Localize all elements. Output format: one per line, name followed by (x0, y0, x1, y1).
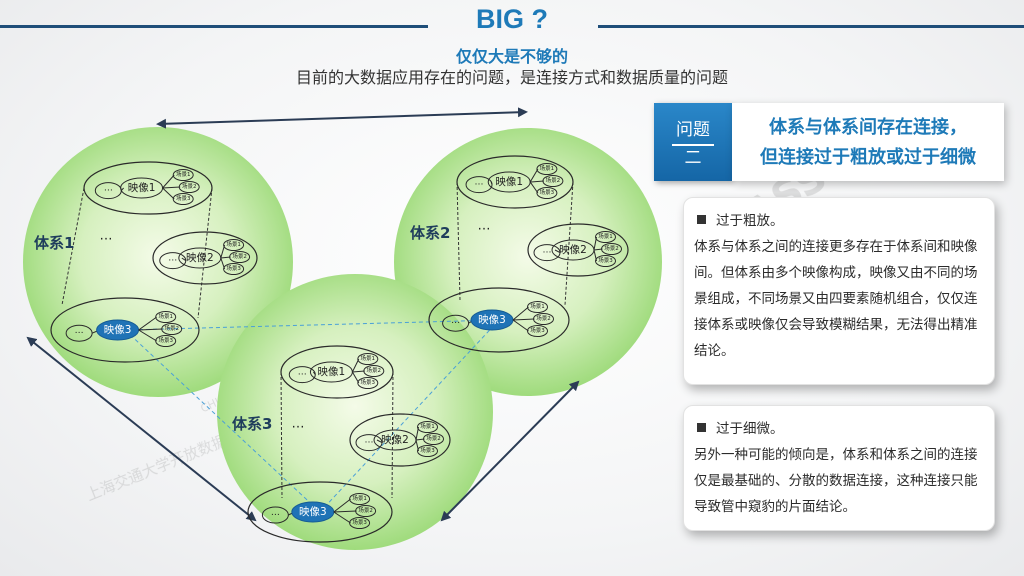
scene-node-label: 场景2 (232, 252, 247, 260)
dots-label: … (475, 178, 484, 188)
header-line-left (0, 25, 428, 28)
problem-badge-number: 二 (684, 148, 702, 168)
problem-title: 体系与体系间存在连接， 但连接过于粗放或过于细微 (732, 103, 1004, 181)
image-node-label: 映像1 (318, 366, 346, 378)
scene-node-label: 场景3 (352, 518, 367, 526)
dashed-link-2-3 (319, 319, 500, 513)
problem-badge-label: 问题 (672, 118, 714, 146)
scene-node-label: 场景1 (530, 302, 545, 310)
dots-label: … (271, 508, 280, 518)
system-2: … 映像1 场景1 场景2 场景3 … 映像2 场景1 场景2 场景3 … 映像3 场景1 场景2 场景3 体… (410, 155, 629, 353)
system-3: … 映像1 场景1 场景2 场景3 … 映像2 场景1 场景2 场景3 … 映像3 场景1 场景2 场景3 体… (232, 345, 451, 543)
scene-node-label: 场景3 (158, 336, 173, 344)
card-heading-text: 过于细微。 (716, 421, 784, 437)
dots-label: … (168, 254, 177, 264)
scene-node-label: 场景2 (367, 366, 382, 374)
image-cluster: … 映像3 场景1 场景2 场景3 (50, 297, 200, 363)
scene-node-label: 场景2 (182, 182, 197, 190)
scene-node-label: 场景3 (361, 378, 376, 386)
scene-node-label: 场景1 (176, 170, 191, 178)
scene-node-label: 场景3 (226, 264, 241, 272)
dots-label: … (451, 316, 460, 326)
scene-node-label: 场景3 (540, 188, 555, 196)
scene-node-label: 场景3 (530, 326, 545, 334)
image-node-label: 映像3 (104, 324, 132, 336)
system-label: 体系3 (232, 415, 272, 433)
scene-node-label: 场景1 (158, 312, 173, 320)
card-heading: 过于粗放。 (694, 208, 984, 234)
problem-title-line2: 但连接过于粗放或过于细微 (760, 147, 976, 168)
scene-node-label: 场景3 (598, 256, 613, 264)
scene-node-label: 场景2 (604, 244, 619, 252)
scene-node-label: 场景1 (420, 422, 435, 430)
scene-node-label: 场景3 (176, 194, 191, 202)
system-ellipsis: … (100, 229, 113, 244)
dots-label: … (543, 246, 552, 256)
card-heading: 过于细微。 (694, 416, 984, 442)
card-body: 另外一种可能的倾向是，体系和体系之间的连接仅是最基础的、分散的数据连接，这种连接… (694, 447, 978, 515)
image-node-label: 映像2 (559, 244, 587, 256)
image-node-label: 映像1 (495, 176, 523, 188)
scene-node-label: 场景2 (358, 506, 373, 514)
scene-node-label: 场景2 (426, 434, 441, 442)
bullet-icon (697, 423, 706, 432)
problem-badge: 问题 二 (654, 103, 732, 181)
image-node-label: 映像3 (478, 314, 506, 326)
page-description: 目前的大数据应用存在的问题，是连接方式和数据质量的问题 (295, 68, 728, 87)
image-cluster: … 映像1 场景1 场景2 场景3 (83, 161, 213, 215)
image-node-label: 映像2 (186, 252, 214, 264)
scene-node-label: 场景1 (598, 232, 613, 240)
dots-label: … (365, 436, 374, 446)
card-too-coarse: 过于粗放。 体系与体系之间的连接更多存在于体系间和映像间。但体系由多个映像构成，… (683, 197, 995, 385)
card-heading-text: 过于粗放。 (716, 213, 784, 229)
image-node-label: 映像2 (381, 434, 409, 446)
image-cluster: … 映像2 场景1 场景2 场景3 (349, 413, 451, 467)
scene-node-label: 场景1 (540, 164, 555, 172)
scene-node-label: 场景1 (352, 494, 367, 502)
arrow-system1-system3 (26, 336, 257, 522)
dashed-link-1-3 (124, 329, 321, 513)
page-title: BIG ? (476, 4, 548, 34)
dots-label: … (298, 368, 307, 378)
image-cluster: … 映像1 场景1 场景2 场景3 (456, 155, 574, 209)
scene-node-label: 场景2 (164, 324, 179, 332)
image-cluster: … 映像2 场景1 场景2 场景3 (527, 223, 629, 277)
scene-node-label: 场景1 (361, 354, 376, 362)
image-node-label: 映像3 (299, 506, 327, 518)
system-ellipsis: … (292, 417, 305, 432)
image-cluster: … 映像2 场景1 场景2 场景3 (152, 231, 258, 285)
arrow-system3-system2 (440, 380, 580, 522)
scene-node-label: 场景2 (536, 314, 551, 322)
bullet-icon (697, 215, 706, 224)
systems-layer: … 映像1 场景1 场景2 场景3 … 映像2 场景1 场景2 场景3 … 映像3 场景1 场景2 场景3 体… (34, 155, 629, 543)
image-node-label: 映像1 (128, 182, 156, 194)
scene-node-label: 场景1 (226, 240, 241, 248)
system-circle-3 (217, 274, 493, 550)
dashed-link-1-2 (124, 319, 500, 331)
image-cluster: … 映像3 场景1 场景2 场景3 (428, 287, 570, 353)
system-ellipsis: … (478, 219, 491, 234)
image-cluster: … 映像3 场景1 场景2 场景3 (247, 481, 393, 543)
card-too-fine: 过于细微。 另外一种可能的倾向是，体系和体系之间的连接仅是最基础的、分散的数据连… (683, 405, 995, 531)
image-cluster: … 映像1 场景1 场景2 场景3 (280, 345, 394, 399)
system-label: 体系2 (410, 224, 450, 242)
card-body: 体系与体系之间的连接更多存在于体系间和映像间。但体系由多个映像构成，映像又由不同… (694, 239, 978, 359)
dots-label: … (104, 184, 113, 194)
dots-label: … (75, 326, 84, 336)
system-1: … 映像1 场景1 场景2 场景3 … 映像2 场景1 场景2 场景3 … 映像3 场景1 场景2 场景3 体… (34, 161, 258, 363)
arrow-system1-system2 (156, 107, 528, 129)
page-subtitle: 仅仅大是不够的 (455, 47, 568, 66)
header-line-right (598, 25, 1024, 28)
problem-title-line1: 体系与体系间存在连接， (769, 117, 967, 138)
system-label: 体系1 (34, 234, 74, 252)
scene-node-label: 场景2 (546, 176, 561, 184)
scene-node-label: 场景3 (420, 446, 435, 454)
